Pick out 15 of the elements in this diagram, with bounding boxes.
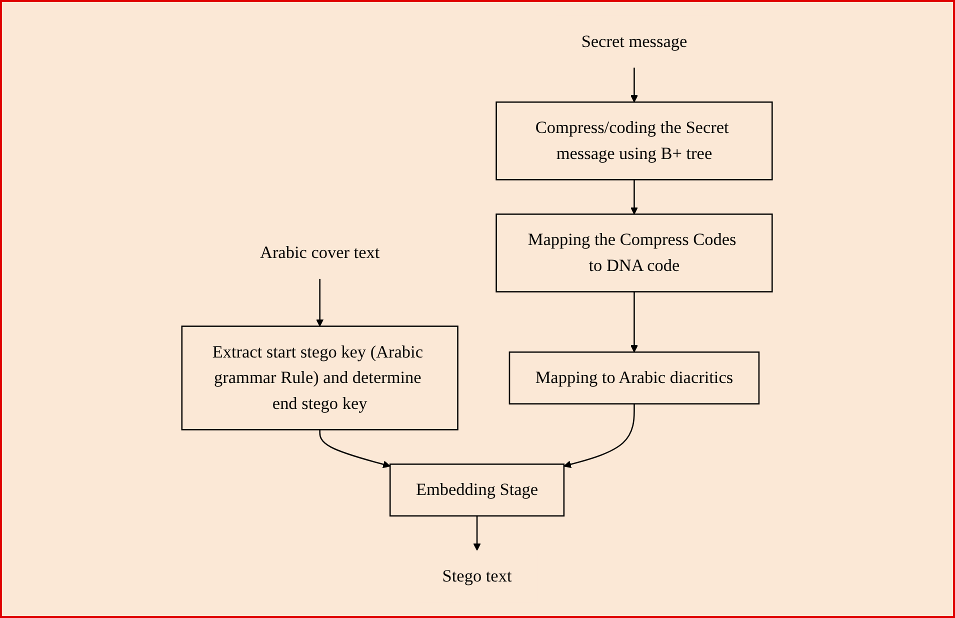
- arrow: [630, 68, 638, 102]
- arrow: [316, 278, 324, 327]
- arrow: [564, 404, 636, 468]
- node-text: Arabic cover text: [260, 243, 380, 262]
- node-box: Extract start stego key (Arabic grammar Rule) and determine end stego key: [182, 326, 459, 430]
- node-box: Mapping to Arabic diacritics: [509, 351, 760, 404]
- arrow: [474, 516, 482, 551]
- node-box: Embedding Stage: [390, 464, 566, 517]
- node-box: Mapping the Compress Codes to DNA code: [496, 214, 774, 292]
- node-text: Stego text: [442, 566, 512, 586]
- arrow: [630, 292, 638, 352]
- node-box: Compress/coding the Secret message using B+ tree: [496, 101, 774, 180]
- arrow: [320, 430, 391, 468]
- node-text: Secret message: [582, 32, 688, 52]
- arrow: [630, 180, 638, 215]
